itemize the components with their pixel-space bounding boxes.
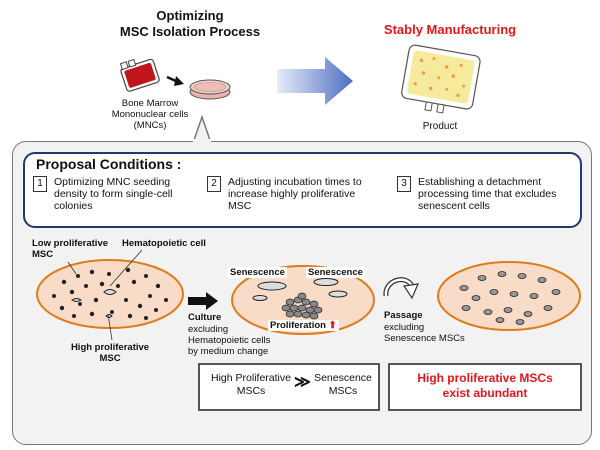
bone-marrow-label: Bone Marrow Mononuclear cells (MNCs) [100,98,200,131]
low-prolif-label: Low proliferative MSC [32,238,112,260]
condition-2-line1: Adjusting incubation times to [228,176,362,188]
up-arrow-icon: ⬆ [328,320,337,331]
culture-note: excluding Hematopoietic cells by medium … [188,324,288,357]
culture-arrow-icon [188,292,218,310]
high-prolif-line1: High proliferative [70,342,150,353]
comparison-right-line1: Senescence [314,372,372,384]
comparison-box [198,363,380,411]
condition-3-text: Establishing a detachment processing tim… [418,176,576,212]
high-prolif-line2: MSC [99,353,121,364]
small-arrow-icon [166,75,184,86]
product-bag-icon [401,44,481,114]
condition-3-line1: Establishing a detachment [418,176,542,188]
much-greater-symbol: ≫ [294,374,311,391]
result-box: High proliferative MSCs exist abundant [388,363,582,411]
process-arrow-icon [277,57,353,105]
bone-marrow-line3: (MNCs) [133,120,167,131]
proliferation-text: Proliferation [270,320,326,331]
condition-1-line1: Optimizing MNC seeding [54,176,171,188]
callout-joint [193,139,211,145]
comparison-left-line1: High Proliferative [211,372,291,384]
proposal-title: Proposal Conditions : [36,156,182,172]
condition-3-number: 3 [397,176,411,192]
result-line2: exist abundant [442,386,528,400]
comparison-left-line2: MSCs [236,385,266,397]
condition-2-number: 2 [207,176,221,192]
left-title: Optimizing MSC Isolation Process [95,8,285,40]
senescence-right-label: Senescence [306,267,365,278]
bone-marrow-line1: Bone Marrow [121,98,179,109]
left-title-line2: MSC Isolation Process [119,24,261,39]
passage-dish [437,261,581,331]
passage-note-line2: Senescence MSCs [384,333,465,344]
label-pointers [67,249,143,341]
proliferation-label: Proliferation ⬆ [268,320,339,331]
culture-dish [231,265,375,335]
condition-2-text: Adjusting incubation times to increase h… [228,176,388,212]
proposal-box [23,152,582,228]
comparison-left: High Proliferative MSCs [206,372,296,398]
passage-note: excluding Senescence MSCs [384,322,484,344]
low-prolif-line2: MSC [32,249,54,260]
condition-3-line2: processing time that excludes [418,188,557,200]
passage-label: Passage [384,310,423,321]
bone-marrow-line2: Mononuclear cells [111,109,189,120]
culture-note-line1: excluding [188,324,229,335]
petri-dish-icon [189,79,231,100]
passage-note-line1: excluding [384,322,425,333]
passage-arrow-icon [383,277,419,300]
product-label: Product [422,121,458,132]
condition-3-line3: senescent cells [418,200,490,212]
condition-2-line2: increase highly proliferative [228,188,356,200]
high-prolif-label: High proliferative MSC [64,342,156,364]
culture-note-line2: Hematopoietic cells [188,335,271,346]
right-title: Stably Manufacturing [383,22,517,37]
comparison-right-line2: MSCs [328,385,358,397]
result-line1: High proliferative MSCs [417,371,553,385]
hematopoietic-label: Hematopoietic cell [122,238,206,249]
comparison-right: Senescence MSCs [312,372,374,398]
condition-1-line3: colonies [54,200,93,212]
condition-2-line3: MSC [228,200,252,212]
initial-culture-dish [36,259,184,329]
condition-1-number: 1 [33,176,47,192]
senescence-left-label: Senescence [228,267,287,278]
condition-1-text: Optimizing MNC seeding density to form s… [54,176,199,212]
culture-label: Culture [188,312,222,323]
left-title-line1: Optimizing [156,8,224,23]
culture-note-line3: by medium change [188,346,269,357]
condition-1-line2: density to form single-cell [54,188,173,200]
blood-bag-icon [119,58,160,92]
low-prolif-line1: Low proliferative [32,238,109,249]
